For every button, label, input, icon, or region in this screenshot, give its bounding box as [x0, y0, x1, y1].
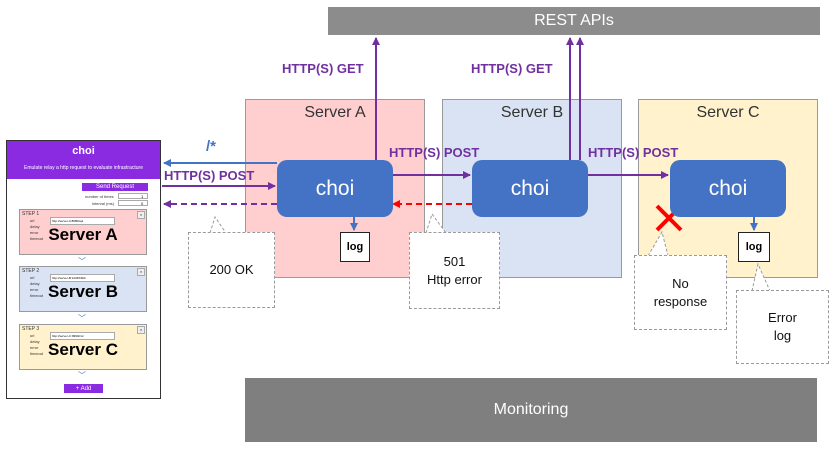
send-request-button[interactable]: Send Request: [82, 183, 148, 191]
label-path: /*: [206, 138, 217, 155]
choi-node-c: choi: [670, 160, 786, 217]
panel-title: choi: [72, 145, 95, 157]
url-input[interactable]: http://server-C:9999/ccc: [50, 332, 115, 340]
callout-no-response: No response: [634, 255, 727, 330]
add-step-button[interactable]: + Add: [64, 384, 103, 393]
server-b-title: Server B: [500, 104, 564, 121]
step-server-name: Server A: [48, 225, 118, 244]
log-box-a: log: [340, 232, 370, 262]
label-post-b-c: HTTP(S) POST: [588, 145, 679, 160]
monitoring-box: Monitoring: [245, 378, 817, 442]
number-of-times-label: number of times: [85, 194, 114, 199]
interval-label: interval (ms): [92, 201, 115, 206]
delay-label: delay: [30, 281, 40, 286]
callout-200-text: 200 OK: [209, 262, 254, 278]
server-c-title: Server C: [696, 104, 760, 121]
delay-label: delay: [30, 339, 40, 344]
server-a-title: Server A: [304, 104, 366, 121]
panel-subtitle: Emulate relay a http request to evaluate…: [24, 165, 143, 171]
callout-200-ok: 200 OK: [188, 232, 275, 308]
step-number: STEP 2: [22, 268, 40, 274]
callout-noresp-pointer: [647, 230, 669, 257]
close-icon[interactable]: ×: [137, 211, 145, 219]
timeout-label: timeout: [30, 351, 44, 356]
step-card-3: STEP 3 × url delay error timeout http://…: [19, 324, 147, 370]
chevron-down-icon: ﹀: [78, 371, 86, 380]
error-label: error: [30, 345, 39, 350]
callout-501: 501 Http error: [409, 232, 500, 309]
callout-200-pointer: [209, 215, 227, 234]
label-post-a-b: HTTP(S) POST: [389, 145, 480, 160]
step-number: STEP 3: [22, 326, 40, 332]
interval-input[interactable]: 0: [118, 200, 148, 206]
url-input[interactable]: http://server-B:12345/bbb: [50, 274, 115, 282]
chevron-down-icon: ﹀: [78, 314, 86, 323]
step-card-1: STEP 1 × url delay error timeout http://…: [19, 209, 147, 255]
step-server-name: Server C: [48, 340, 118, 359]
callout-noresp-line2: response: [653, 293, 708, 309]
choi-node-b: choi: [472, 160, 588, 217]
choi-ui-panel: choi Emulate relay a http request to eva…: [6, 140, 161, 399]
callout-noresp-line1: No: [672, 275, 689, 291]
step-server-name: Server B: [48, 282, 118, 301]
callout-errlog-line1: Error: [768, 310, 797, 326]
callout-501-line1: 501: [443, 253, 466, 269]
choi-node-a: choi: [277, 160, 393, 217]
url-label: url: [30, 275, 35, 280]
log-box-c: log: [738, 232, 770, 262]
step-number: STEP 1: [22, 211, 40, 217]
close-icon[interactable]: ×: [137, 326, 145, 334]
chevron-down-icon: ﹀: [78, 257, 86, 266]
url-label: url: [30, 333, 35, 338]
callout-errlog-pointer: [751, 262, 771, 292]
number-of-times-input[interactable]: 1: [118, 193, 148, 199]
error-label: error: [30, 230, 39, 235]
panel-header: choi Emulate relay a http request to eva…: [7, 141, 160, 179]
callout-error-log: Error log: [736, 290, 829, 364]
callout-errlog-line2: log: [773, 328, 792, 343]
error-label: error: [30, 287, 39, 292]
delay-label: delay: [30, 224, 40, 229]
timeout-label: timeout: [30, 293, 44, 298]
url-input[interactable]: http://server-A:8080/api: [50, 217, 115, 225]
step-card-2: STEP 2 × url delay error timeout http://…: [19, 266, 147, 312]
callout-501-line2: Http error: [427, 271, 482, 287]
close-icon[interactable]: ×: [137, 268, 145, 276]
url-label: url: [30, 218, 35, 223]
label-post-in: HTTP(S) POST: [164, 168, 255, 183]
timeout-label: timeout: [30, 236, 44, 241]
label-get-a: HTTP(S) GET: [282, 61, 364, 76]
label-get-b: HTTP(S) GET: [471, 61, 553, 76]
rest-apis-box: REST APIs: [328, 7, 820, 35]
callout-501-pointer: [425, 212, 447, 234]
